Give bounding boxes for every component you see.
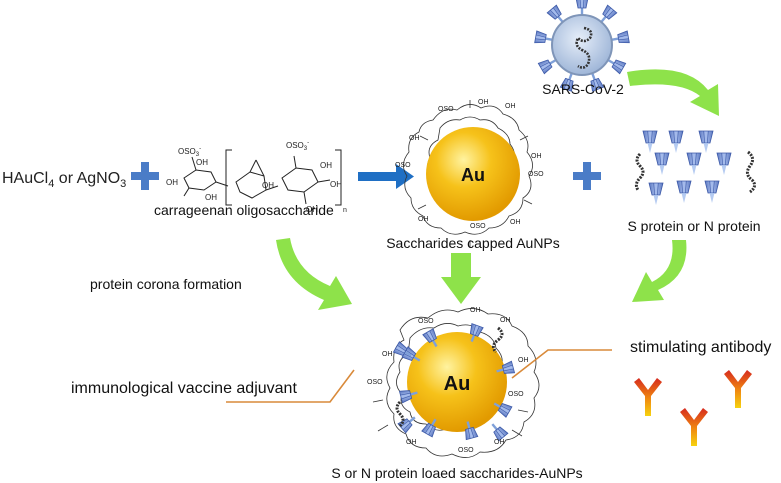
svg-text:OSO: OSO [395, 162, 411, 169]
svg-text:n: n [343, 207, 347, 214]
svg-text:HAuCl4 or AgNO3: HAuCl4 or AgNO3 [2, 170, 126, 190]
right-note: stimulating antibody [630, 339, 771, 356]
left-note: immunological vaccine adjuvant [71, 380, 297, 397]
plus-icon [131, 162, 159, 190]
svg-text:OH: OH [531, 153, 542, 160]
svg-text:OH: OH [409, 135, 420, 142]
svg-text:OH: OH [500, 317, 511, 324]
svg-text:OH: OH [205, 193, 217, 202]
svg-text:OH: OH [166, 178, 178, 187]
nanoparticle-caption: Saccharides capped AuNPs [386, 235, 560, 251]
right-leader-line [511, 349, 612, 379]
svg-text:OH: OH [510, 219, 521, 226]
svg-text:OH: OH [478, 99, 489, 106]
process-label: protein corona formation [90, 276, 242, 292]
svg-text:OSO: OSO [508, 391, 524, 398]
svg-text:OSO: OSO [438, 106, 454, 113]
green-arrow [627, 69, 719, 116]
blue-arrow [358, 164, 414, 189]
green-arrow-right [632, 240, 687, 302]
svg-text:OH: OH [262, 181, 274, 190]
svg-text:OSO: OSO [528, 171, 544, 178]
svg-text:OSO: OSO [470, 223, 486, 230]
product-group-labels: OSO OH OH OH OSO OH OSO OH OSO OH [367, 307, 529, 454]
svg-text:OSO: OSO [367, 379, 383, 386]
green-arrow-center [441, 253, 481, 304]
product-proteins [392, 323, 515, 442]
svg-text:OH: OH [320, 161, 332, 170]
svg-text:OH: OH [505, 103, 516, 110]
svg-text:OH: OH [196, 158, 208, 167]
shell-group-labels: OSO OH OH OSO OH OSO OH OH OSO OH [395, 99, 544, 230]
carrageenan-labels: OSO3- OH OH OH OSO3- OH OH OH OH n [166, 140, 347, 214]
protein-label: S protein or N protein [627, 218, 760, 234]
virus-illustration [534, 0, 630, 92]
product-gold-core [407, 332, 507, 432]
svg-text:OH: OH [330, 180, 342, 189]
svg-text:OH: OH [418, 216, 429, 223]
green-arrow-left [276, 238, 352, 310]
svg-text:OH: OH [470, 307, 481, 314]
protein-cluster [634, 130, 757, 206]
left-leader-line [226, 369, 355, 403]
product-core-label: Au [444, 373, 471, 395]
svg-text:OSO: OSO [458, 447, 474, 454]
svg-text:OH: OH [518, 357, 529, 364]
reactant-label: HAuCl4 or AgNO3 [2, 170, 126, 190]
ligand-label: carrageenan oligosaccharide [154, 202, 334, 218]
svg-text:OH: OH [382, 351, 393, 358]
svg-text:OSO3-: OSO3- [178, 146, 201, 158]
product-caption: S or N protein loaed saccharides-AuNPs [331, 465, 582, 481]
svg-text:OH: OH [494, 439, 505, 446]
antibody-icon [634, 370, 752, 446]
svg-text:OH: OH [406, 439, 417, 446]
svg-text:OSO3-: OSO3- [286, 140, 309, 152]
gold-nanoparticle-core [426, 127, 520, 221]
plus-icon [573, 162, 601, 190]
core-label: Au [461, 165, 485, 185]
carrageenan-structure [183, 149, 342, 206]
svg-text:OSO: OSO [418, 318, 434, 325]
virus-label: SARS-CoV-2 [542, 81, 624, 97]
svg-text:OH: OH [306, 205, 318, 214]
